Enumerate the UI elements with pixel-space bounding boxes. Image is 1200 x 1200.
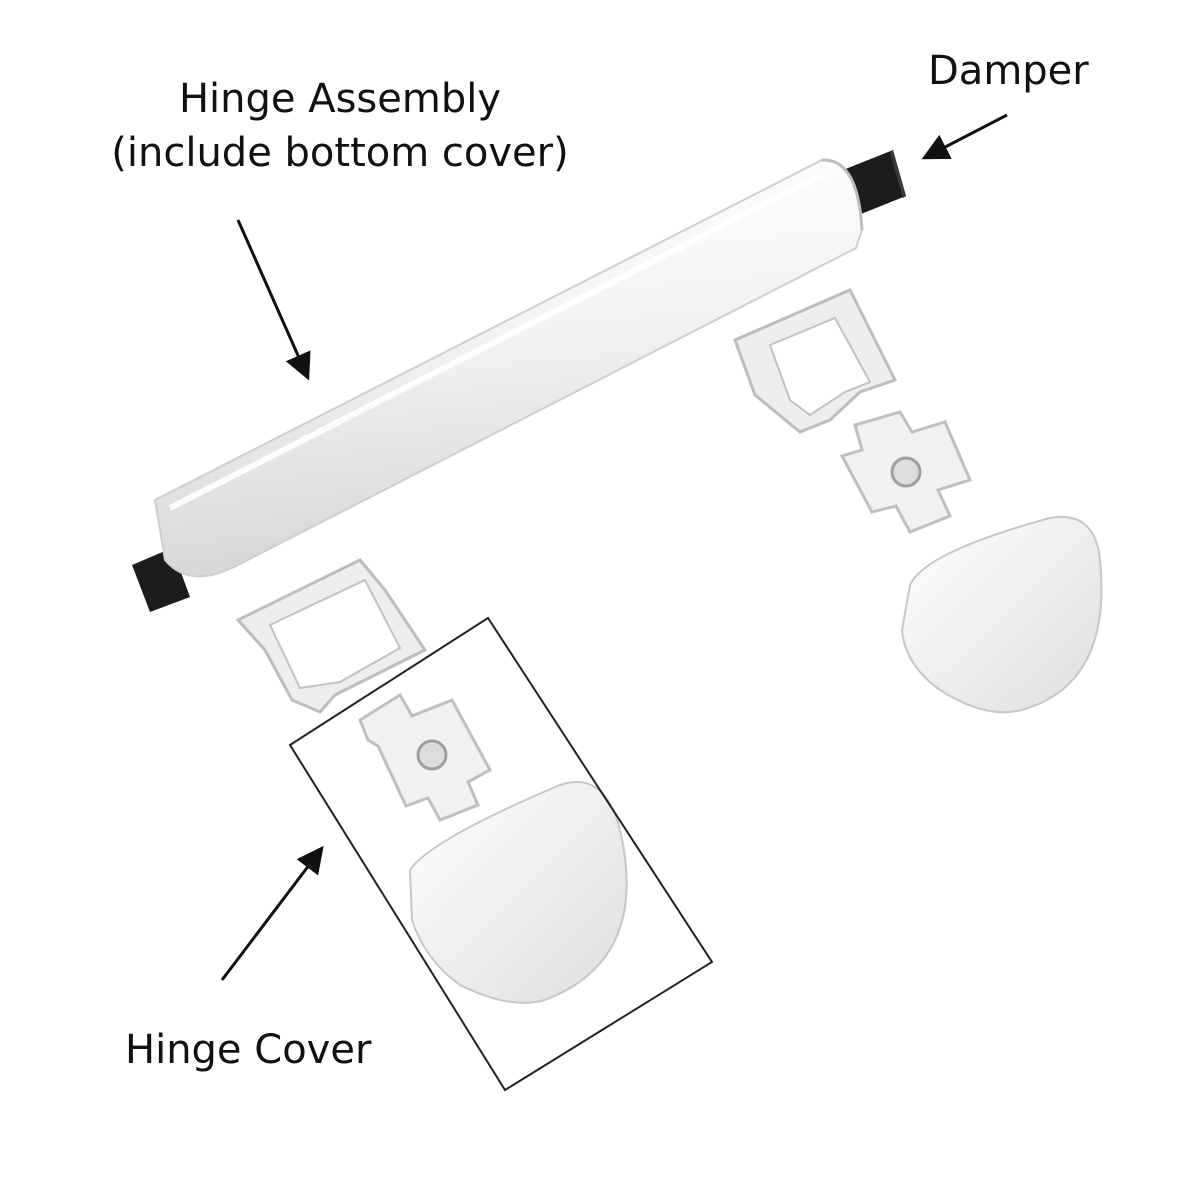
hinge-assembly-label-line2: (include bottom cover) (111, 130, 569, 176)
bracket-left (235, 558, 428, 714)
hinge-assembly-label-line1: Hinge Assembly (178, 76, 502, 122)
hinge-assembly-label: Hinge Assembly (include bottom cover) (80, 72, 600, 180)
arrow-damper (921, 113, 1008, 160)
arrow-hinge-assembly (236, 219, 311, 381)
end-cap-right (900, 515, 1103, 714)
arrow-hinge-cover (220, 845, 324, 981)
damper-label: Damper (928, 48, 1089, 94)
cross-plate-left (358, 692, 493, 822)
end-cap-left (408, 781, 628, 1004)
hinge-assembly-tube (153, 158, 864, 578)
cross-plate-right (839, 410, 973, 534)
hinge-cover-label: Hinge Cover (125, 1027, 372, 1073)
hinge-cover-callout-box (288, 616, 714, 1092)
bracket-right (733, 288, 898, 434)
